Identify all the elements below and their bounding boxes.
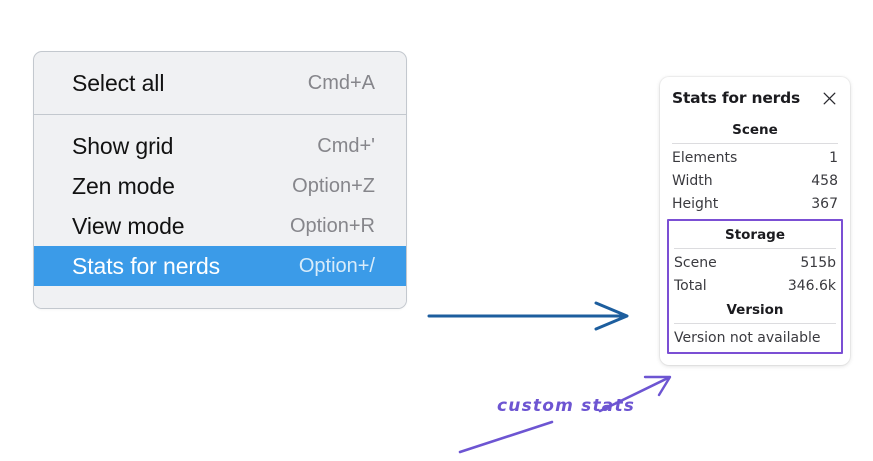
section-storage: Storage Scene 515b Total 346.6k	[673, 222, 837, 297]
section-heading-scene: Scene	[732, 122, 778, 138]
custom-stats-highlight-box: Storage Scene 515b Total 346.6k Version …	[667, 219, 843, 355]
stat-value: 458	[811, 172, 838, 189]
menu-group-1: Select all Cmd+A	[34, 52, 406, 114]
divider	[674, 323, 836, 325]
close-icon[interactable]	[821, 90, 838, 107]
menu-item-view-mode[interactable]: View mode Option+R	[34, 206, 406, 246]
divider	[674, 248, 836, 250]
menu-item-label: Select all	[72, 69, 165, 96]
stat-row: Width 458	[671, 169, 839, 192]
section-version: Version Version not available	[673, 297, 837, 347]
blue-arrow-icon	[427, 301, 629, 331]
version-text: Version not available	[674, 330, 821, 347]
stat-value: 515b	[800, 254, 836, 271]
menu-group-2: Show grid Cmd+' Zen mode Option+Z View m…	[34, 114, 406, 308]
panel-titlebar: Stats for nerds	[671, 77, 839, 117]
stat-row: Elements 1	[671, 146, 839, 169]
menu-item-shortcut: Option+Z	[292, 174, 375, 197]
menu-item-shortcut: Option+R	[289, 214, 375, 237]
menu-item-label: Show grid	[72, 132, 174, 159]
stat-value: 1	[829, 149, 838, 166]
stat-key: Elements	[672, 149, 738, 166]
menu-item-label: Stats for nerds	[72, 252, 221, 279]
stat-row: Scene 515b	[673, 251, 837, 274]
menu-item-shortcut: Cmd+A	[307, 71, 375, 94]
stat-row: Height 367	[671, 192, 839, 215]
stat-value: 346.6k	[787, 277, 836, 294]
divider	[672, 143, 838, 144]
context-menu: Select all Cmd+A Show grid Cmd+' Zen mod…	[33, 51, 407, 309]
menu-item-select-all[interactable]: Select all Cmd+A	[34, 63, 406, 103]
menu-item-label: Zen mode	[72, 172, 175, 199]
stat-key: Height	[672, 195, 719, 212]
menu-item-stats-for-nerds[interactable]: Stats for nerds Option+/	[34, 246, 406, 286]
menu-bottom-padding	[34, 286, 406, 308]
menu-item-zen-mode[interactable]: Zen mode Option+Z	[34, 166, 406, 206]
section-scene: Scene Elements 1 Width 458 Height 367	[671, 117, 839, 215]
section-heading-storage: Storage	[724, 227, 786, 244]
stat-key: Width	[672, 172, 713, 189]
stat-key: Scene	[674, 254, 717, 271]
section-heading-version: Version	[726, 302, 784, 319]
custom-stats-annotation-label: custom stats	[497, 396, 636, 416]
purple-underline-stroke	[458, 420, 554, 454]
stats-for-nerds-panel: Stats for nerds Scene Elements 1 Width 4…	[660, 77, 850, 366]
stat-row: Total 346.6k	[673, 274, 837, 297]
panel-title: Stats for nerds	[672, 89, 801, 107]
menu-item-label: View mode	[72, 212, 185, 239]
stat-key: Total	[674, 277, 707, 294]
menu-item-shortcut: Option+/	[298, 254, 375, 277]
stat-value: 367	[811, 195, 838, 212]
menu-item-shortcut: Cmd+'	[317, 134, 375, 157]
menu-item-show-grid[interactable]: Show grid Cmd+'	[34, 126, 406, 166]
